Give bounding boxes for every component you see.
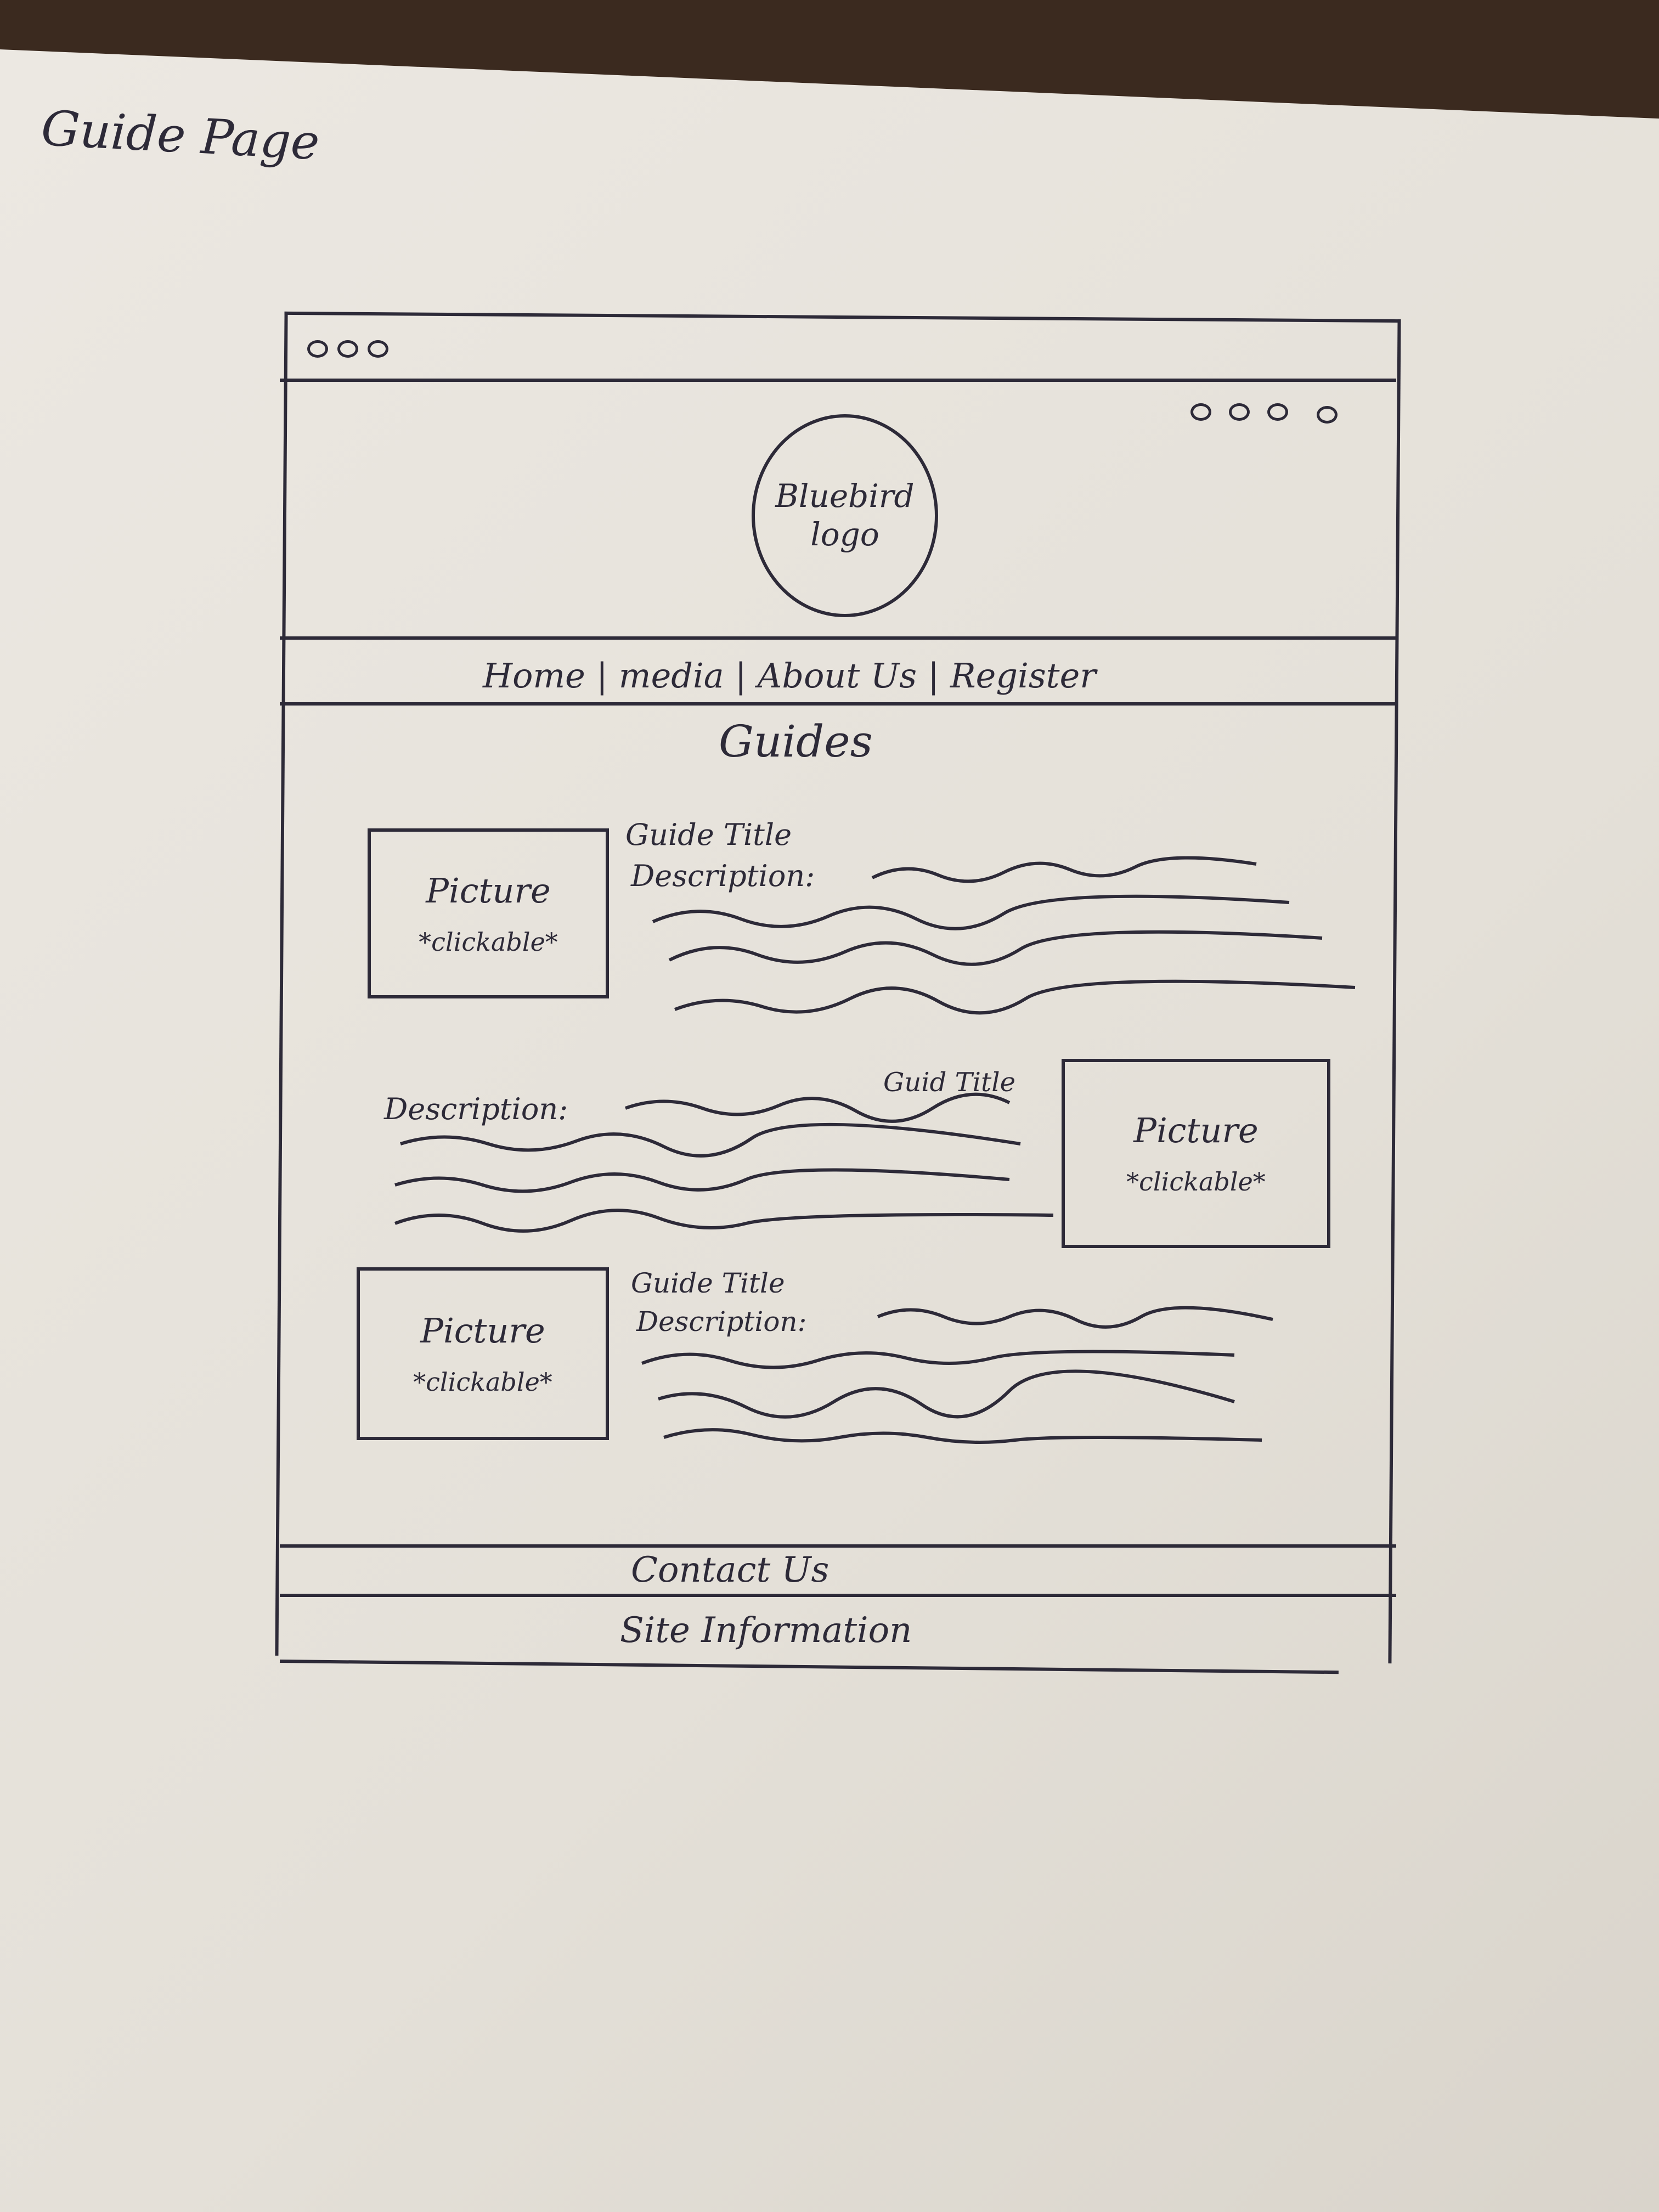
picture-label: Picture (426, 870, 551, 911)
nav-item-home[interactable]: Home (483, 656, 585, 696)
nav-item-media[interactable]: media (618, 656, 724, 696)
picture-note: *clickable* (1126, 1167, 1266, 1197)
paper-sheet (0, 49, 1659, 2212)
guide-2-description-line (394, 1209, 1054, 1233)
guide-3-description-line (663, 1428, 1262, 1444)
picture-label: Picture (420, 1311, 545, 1351)
guide-1-title[interactable]: Guide Title (625, 817, 792, 852)
nav-separator: | (596, 656, 608, 696)
guide-3-picture[interactable]: Picture *clickable* (357, 1267, 609, 1440)
bluebird-logo[interactable]: Bluebird logo (752, 414, 938, 617)
guide-1-description-label: Description: (631, 859, 815, 893)
social-icon[interactable] (1317, 406, 1338, 424)
picture-label: Picture (1133, 1110, 1259, 1150)
guide-3-description-line (658, 1369, 1235, 1419)
guide-2-description-label: Description: (384, 1092, 568, 1126)
guide-1-picture[interactable]: Picture *clickable* (368, 828, 609, 998)
guide-2-description-line (394, 1168, 1010, 1193)
nav-top-divider (280, 636, 1396, 640)
guide-2-description-line (624, 1092, 1011, 1123)
picture-note: *clickable* (413, 1367, 552, 1397)
window-dot-icon[interactable] (307, 340, 328, 358)
footer-site-information[interactable]: Site Information (620, 1610, 912, 1651)
footer-middle-divider (280, 1594, 1396, 1597)
guide-1-description-line (674, 979, 1356, 1015)
browser-titlebar-divider (280, 379, 1396, 382)
window-dot-icon[interactable] (337, 340, 358, 358)
nav-item-about-us[interactable]: About Us (757, 656, 917, 696)
social-icon[interactable] (1229, 403, 1250, 421)
guide-1-description-line (652, 894, 1290, 930)
nav-separator: | (928, 656, 939, 696)
page-heading: Guides (719, 716, 873, 767)
main-nav: Home | media | About Us | Register (483, 656, 1096, 696)
nav-item-register[interactable]: Register (950, 656, 1096, 696)
window-dot-icon[interactable] (368, 340, 388, 358)
footer-top-divider (280, 1544, 1396, 1548)
guide-2-picture[interactable]: Picture *clickable* (1062, 1059, 1330, 1248)
guide-3-description-line (877, 1306, 1273, 1329)
logo-line-2: logo (810, 516, 879, 553)
social-icon[interactable] (1190, 403, 1211, 421)
guide-3-description-line (641, 1350, 1235, 1369)
guide-2-description-line (400, 1122, 1021, 1158)
guide-3-description-label: Description: (636, 1306, 807, 1338)
picture-note: *clickable* (419, 927, 558, 957)
social-icon[interactable] (1267, 403, 1288, 421)
nav-bottom-divider (280, 702, 1396, 706)
footer-contact-us[interactable]: Contact Us (631, 1550, 830, 1590)
guide-3-title[interactable]: Guide Title (631, 1267, 785, 1299)
logo-line-1: Bluebird (775, 477, 915, 515)
guide-2-title[interactable]: Guid Title (883, 1067, 1016, 1098)
nav-separator: | (735, 656, 747, 696)
guide-1-description-line (668, 930, 1323, 966)
guide-1-description-line (871, 856, 1257, 883)
